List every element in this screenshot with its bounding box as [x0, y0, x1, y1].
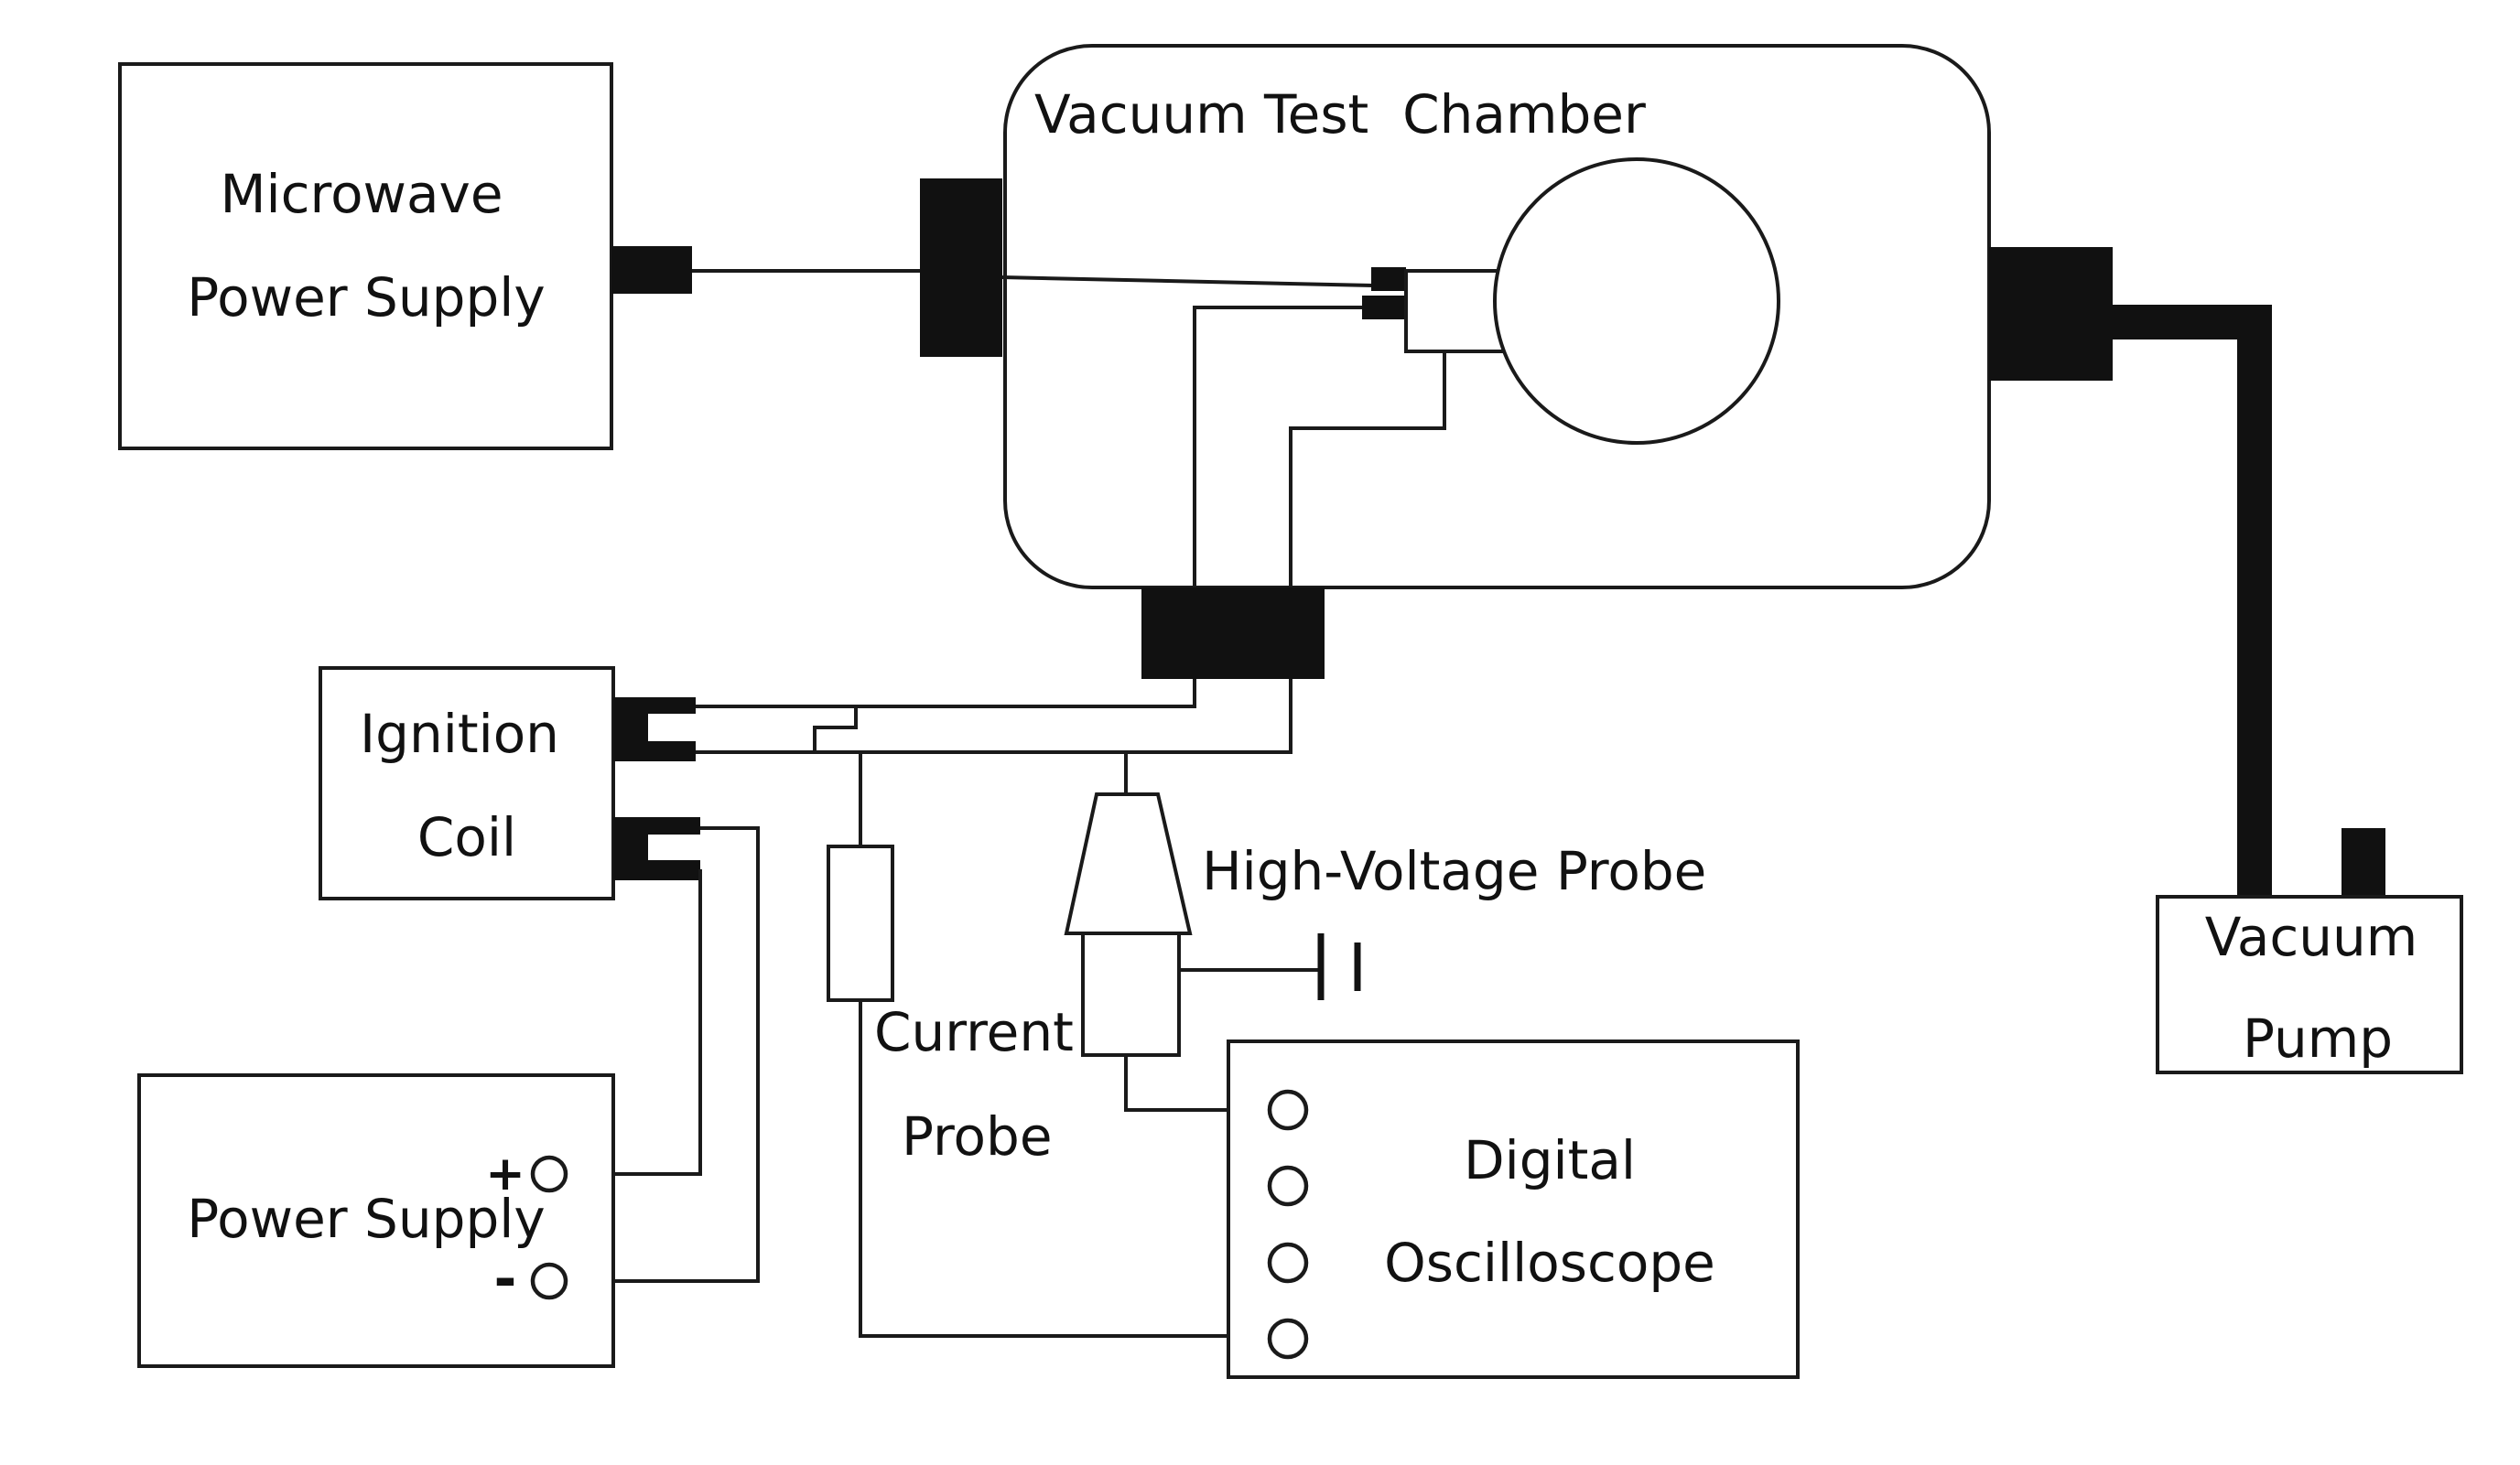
current-probe-jumper	[813, 706, 858, 752]
pump-exhaust	[2342, 828, 2385, 897]
current-probe-label-line1: Current	[874, 1001, 1074, 1063]
hv-probe-body	[1081, 932, 1181, 1057]
current-probe	[827, 845, 894, 1002]
ignition-label-line1: Ignition	[360, 703, 559, 765]
hv-wire-top	[696, 679, 1196, 708]
oscilloscope-channel-4	[1267, 1318, 1309, 1360]
primary-wire-minus	[560, 826, 760, 1283]
microwave-label-line1: Microwave	[220, 163, 503, 225]
pump-label-line2: Pump	[2243, 1007, 2393, 1070]
chamber-bottom-feedthrough	[1141, 587, 1325, 679]
chamber-left-port	[920, 178, 1002, 357]
hv-probe-tip	[1064, 792, 1193, 935]
vacuum-pump: Vacuum Pump	[2156, 895, 2463, 1074]
chamber-right-port	[1989, 247, 2113, 381]
plasma-region	[1493, 157, 1780, 445]
microwave-power-supply: Microwave Power Supply	[118, 62, 613, 450]
negative-terminal	[530, 1262, 568, 1300]
ignition-label-line2: Coil	[417, 806, 516, 868]
positive-terminal	[530, 1155, 568, 1193]
hv-lead-b	[1289, 351, 1446, 587]
hv-probe-cable	[1124, 1055, 1271, 1112]
plus-sign: +	[485, 1147, 525, 1201]
chamber-label: Vacuum Test Chamber	[1034, 83, 1646, 145]
hv-probe-label: High-Voltage Probe	[1202, 840, 1706, 902]
oscilloscope-label-line2: Oscilloscope	[1384, 1232, 1715, 1294]
internal-connector-2	[1362, 296, 1406, 319]
oscilloscope-label-line1: Digital	[1464, 1129, 1636, 1191]
coil-output-terminal	[613, 697, 696, 761]
current-probe-cable	[859, 1000, 1274, 1338]
internal-connector-1	[1371, 267, 1406, 291]
microwave-output-connector	[611, 246, 692, 294]
oscilloscope-channel-2	[1267, 1165, 1309, 1207]
coil-input-terminal	[613, 817, 700, 880]
hv-wire-bottom	[696, 679, 1292, 754]
oscilloscope-channel-3	[1267, 1242, 1309, 1284]
current-probe-label-line2: Probe	[902, 1105, 1053, 1168]
pump-label-line1: Vacuum	[2205, 906, 2418, 968]
waveguide-line	[1001, 275, 1374, 287]
oscilloscope-channel-1	[1267, 1089, 1309, 1131]
power-supply-label: Power Supply	[187, 1188, 545, 1250]
power-supply: Power Supply	[137, 1073, 615, 1368]
microwave-label-line2: Power Supply	[187, 266, 545, 329]
vacuum-hose	[2113, 305, 2272, 897]
ignition-coil: Ignition Coil	[319, 666, 615, 900]
digital-oscilloscope: Digital Oscilloscope	[1227, 1040, 1800, 1379]
hv-lead-a	[1193, 306, 1362, 587]
minus-sign: -	[494, 1247, 517, 1311]
